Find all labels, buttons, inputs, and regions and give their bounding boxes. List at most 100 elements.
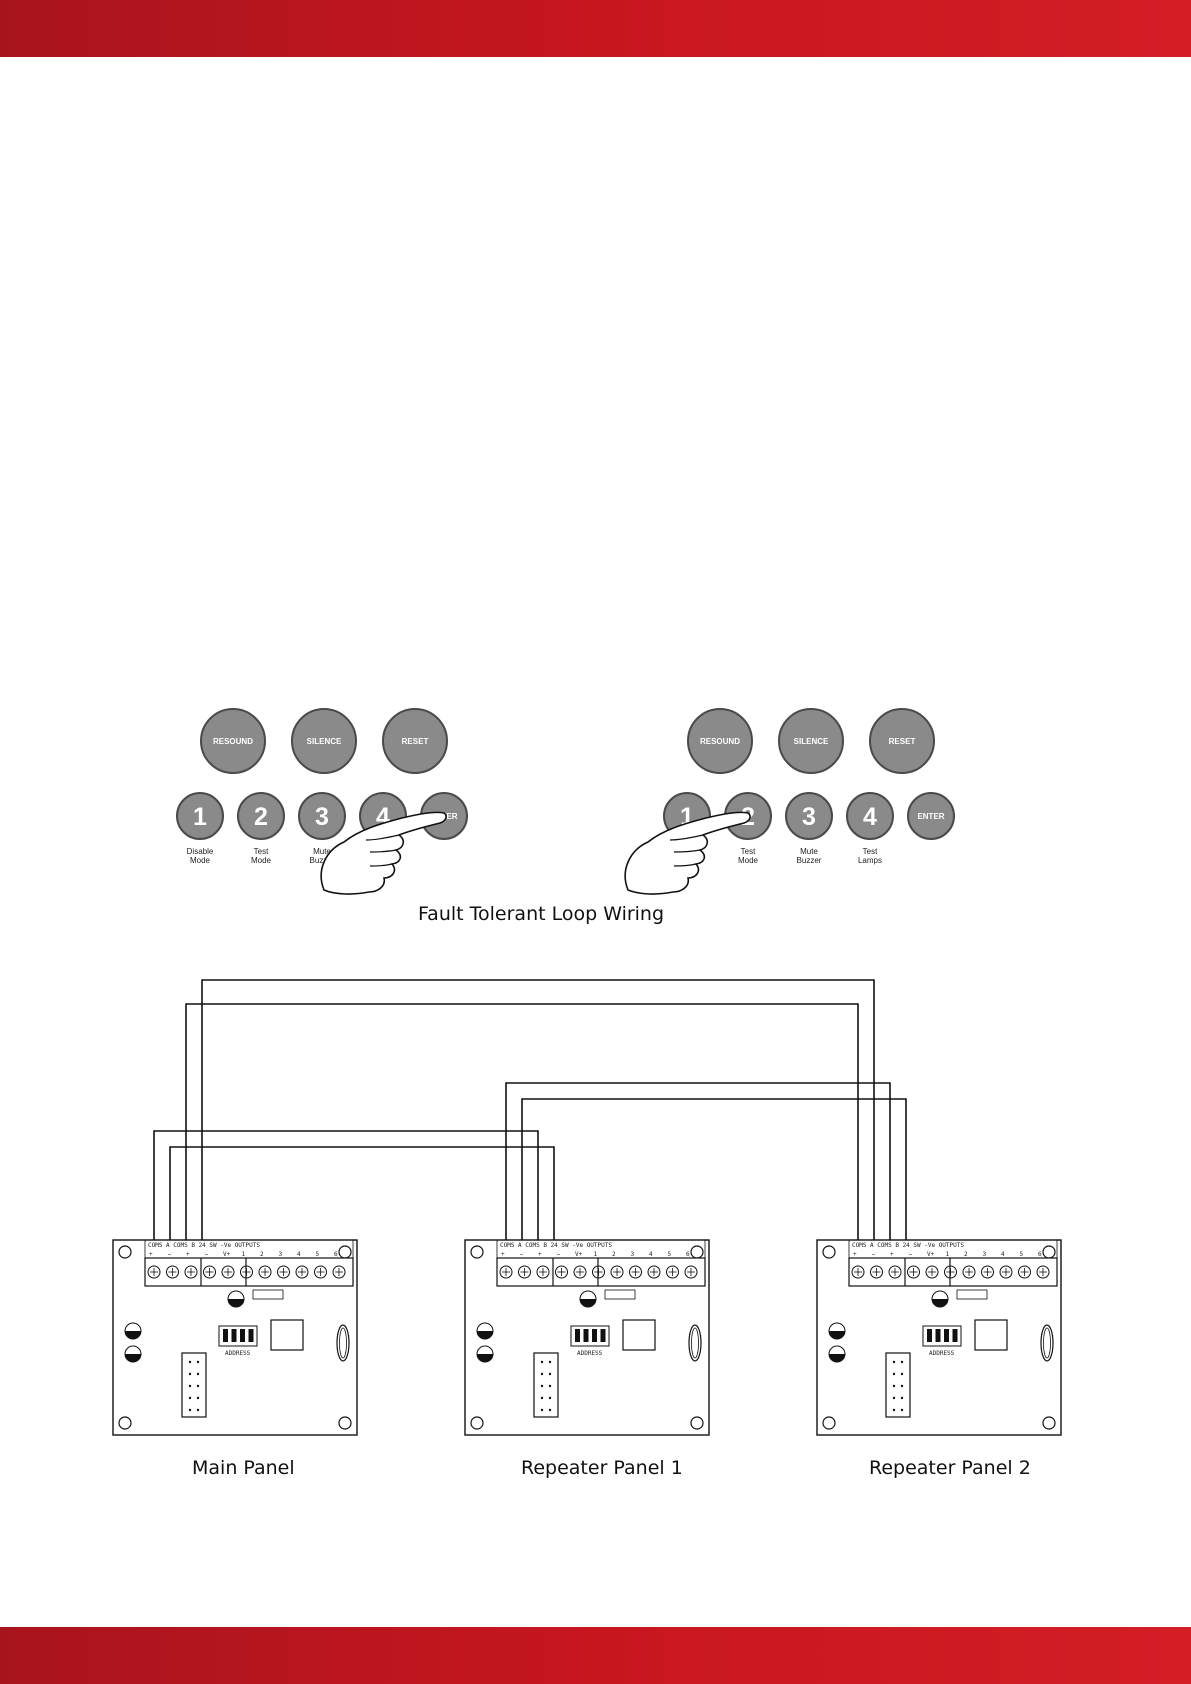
- keypad-button-label: 4: [863, 803, 877, 831]
- pin-header: [885, 1352, 911, 1418]
- loop-wire-inner-1: [153, 1130, 539, 1240]
- panel-label-main: Main Panel: [192, 1457, 295, 1479]
- header-pin: [196, 1384, 200, 1388]
- keypad-button-reset: [869, 708, 935, 774]
- wiring-diagram: COMS A COMS B 24 SW -Ve OUTPUTS + − + − V+ 1 2 3…: [112, 979, 1062, 1436]
- terminal-sign: 3: [983, 1251, 987, 1258]
- keypad-button-label: 2: [254, 803, 268, 831]
- terminal-sign: 5: [316, 1251, 320, 1258]
- hand-finger-line: [365, 834, 400, 841]
- mounting-hole: [690, 1416, 704, 1430]
- dip-switch-lever: [600, 1329, 606, 1342]
- keypad-button-label: SILENCE: [307, 737, 342, 746]
- header-pin: [548, 1360, 552, 1364]
- crystal-oscillator: [1040, 1324, 1054, 1362]
- terminal-sign: 2: [260, 1251, 264, 1258]
- keypad-function-label: Mode: [251, 856, 272, 865]
- terminal-sign: +: [501, 1251, 505, 1258]
- dip-switch-lever: [944, 1329, 949, 1342]
- address-dip-switch: [218, 1325, 258, 1347]
- header-pin: [540, 1372, 544, 1376]
- terminal-sign: 6: [1038, 1251, 1042, 1258]
- dip-switch-lever: [583, 1329, 589, 1342]
- hand-finger-line: [673, 863, 697, 867]
- address-dip-switch: [922, 1325, 962, 1347]
- address-label: ADDRESS: [225, 1350, 251, 1357]
- header-pin: [892, 1372, 896, 1376]
- processor-chip: [622, 1319, 656, 1351]
- mounting-hole: [822, 1245, 836, 1259]
- keypad-button-label: RESET: [402, 737, 429, 746]
- header-pin: [900, 1360, 904, 1364]
- processor-chip: [270, 1319, 304, 1351]
- keypad-button-label: ENTER: [917, 812, 944, 821]
- keypad-button-resound: [200, 708, 266, 774]
- terminal-sign: −: [520, 1251, 524, 1258]
- hand-finger-line: [669, 834, 704, 841]
- terminal-sign: −: [872, 1251, 876, 1258]
- header-pin: [892, 1360, 896, 1364]
- terminal-sign: 3: [631, 1251, 635, 1258]
- terminal-sign: −: [205, 1251, 209, 1258]
- header-pin: [540, 1360, 544, 1364]
- terminal-sign: 4: [1001, 1251, 1005, 1258]
- keypad-function-label: Disable: [187, 847, 214, 856]
- terminal-sign: 6: [686, 1251, 690, 1258]
- terminal-header-text: COMS A COMS B 24 SW -Ve OUTPUTS: [852, 1242, 964, 1249]
- terminal-sign: 5: [668, 1251, 672, 1258]
- terminal-sign: V+: [223, 1251, 231, 1258]
- crystal-inner: [1043, 1327, 1051, 1359]
- terminal-sign: 4: [297, 1251, 301, 1258]
- led-indicator-fill: [125, 1354, 141, 1362]
- terminal-sign: +: [890, 1251, 894, 1258]
- terminal-sign: 1: [946, 1251, 950, 1258]
- mounting-hole: [118, 1245, 132, 1259]
- hand-finger-line: [369, 863, 393, 867]
- keypad-button-resound: [687, 708, 753, 774]
- terminal-sign: 1: [594, 1251, 598, 1258]
- address-label: ADDRESS: [929, 1350, 955, 1357]
- header-pin: [196, 1408, 200, 1412]
- header-band: [0, 0, 1191, 57]
- buzzer-fill: [932, 1299, 948, 1307]
- terminal-sign: +: [853, 1251, 857, 1258]
- keypad-button-silence: [778, 708, 844, 774]
- header-pin: [900, 1384, 904, 1388]
- terminal-header-text: COMS A COMS B 24 SW -Ve OUTPUTS: [148, 1242, 260, 1249]
- header-pin: [892, 1408, 896, 1412]
- header-pin: [900, 1408, 904, 1412]
- terminal-sign: 5: [1020, 1251, 1024, 1258]
- crystal-oscillator: [336, 1324, 350, 1362]
- pointing-hand-icon: [624, 811, 751, 895]
- keypad-function-label: Mode: [738, 856, 759, 865]
- header-pin: [196, 1360, 200, 1364]
- terminal-sign: +: [186, 1251, 190, 1258]
- crystal-inner: [691, 1327, 699, 1359]
- diagram-caption: Fault Tolerant Loop Wiring: [418, 903, 665, 925]
- keypad-button-reset: [382, 708, 448, 774]
- address-label: ADDRESS: [577, 1350, 603, 1357]
- terminal-sign: 6: [334, 1251, 338, 1258]
- header-pin: [540, 1408, 544, 1412]
- loop-wire-inner-2: [169, 1146, 555, 1240]
- dip-switch-lever: [935, 1329, 941, 1342]
- dip-switch-lever: [240, 1329, 245, 1342]
- footer-band: [0, 1627, 1191, 1684]
- header-pin: [548, 1384, 552, 1388]
- terminal-sign: 4: [649, 1251, 653, 1258]
- terminal-sign: −: [557, 1251, 561, 1258]
- header-pin: [540, 1396, 544, 1400]
- mounting-hole: [470, 1416, 484, 1430]
- dip-switch-lever: [248, 1329, 254, 1342]
- mounting-hole: [338, 1245, 352, 1259]
- terminal-sign: 1: [242, 1251, 246, 1258]
- mounting-hole: [118, 1416, 132, 1430]
- terminal-sign: 2: [964, 1251, 968, 1258]
- hand-finger-line: [673, 849, 701, 853]
- keypad-function-label: Mute: [313, 847, 331, 856]
- led-indicator-fill: [477, 1354, 493, 1362]
- terminal-sign: −: [909, 1251, 913, 1258]
- small-ic: [604, 1289, 636, 1300]
